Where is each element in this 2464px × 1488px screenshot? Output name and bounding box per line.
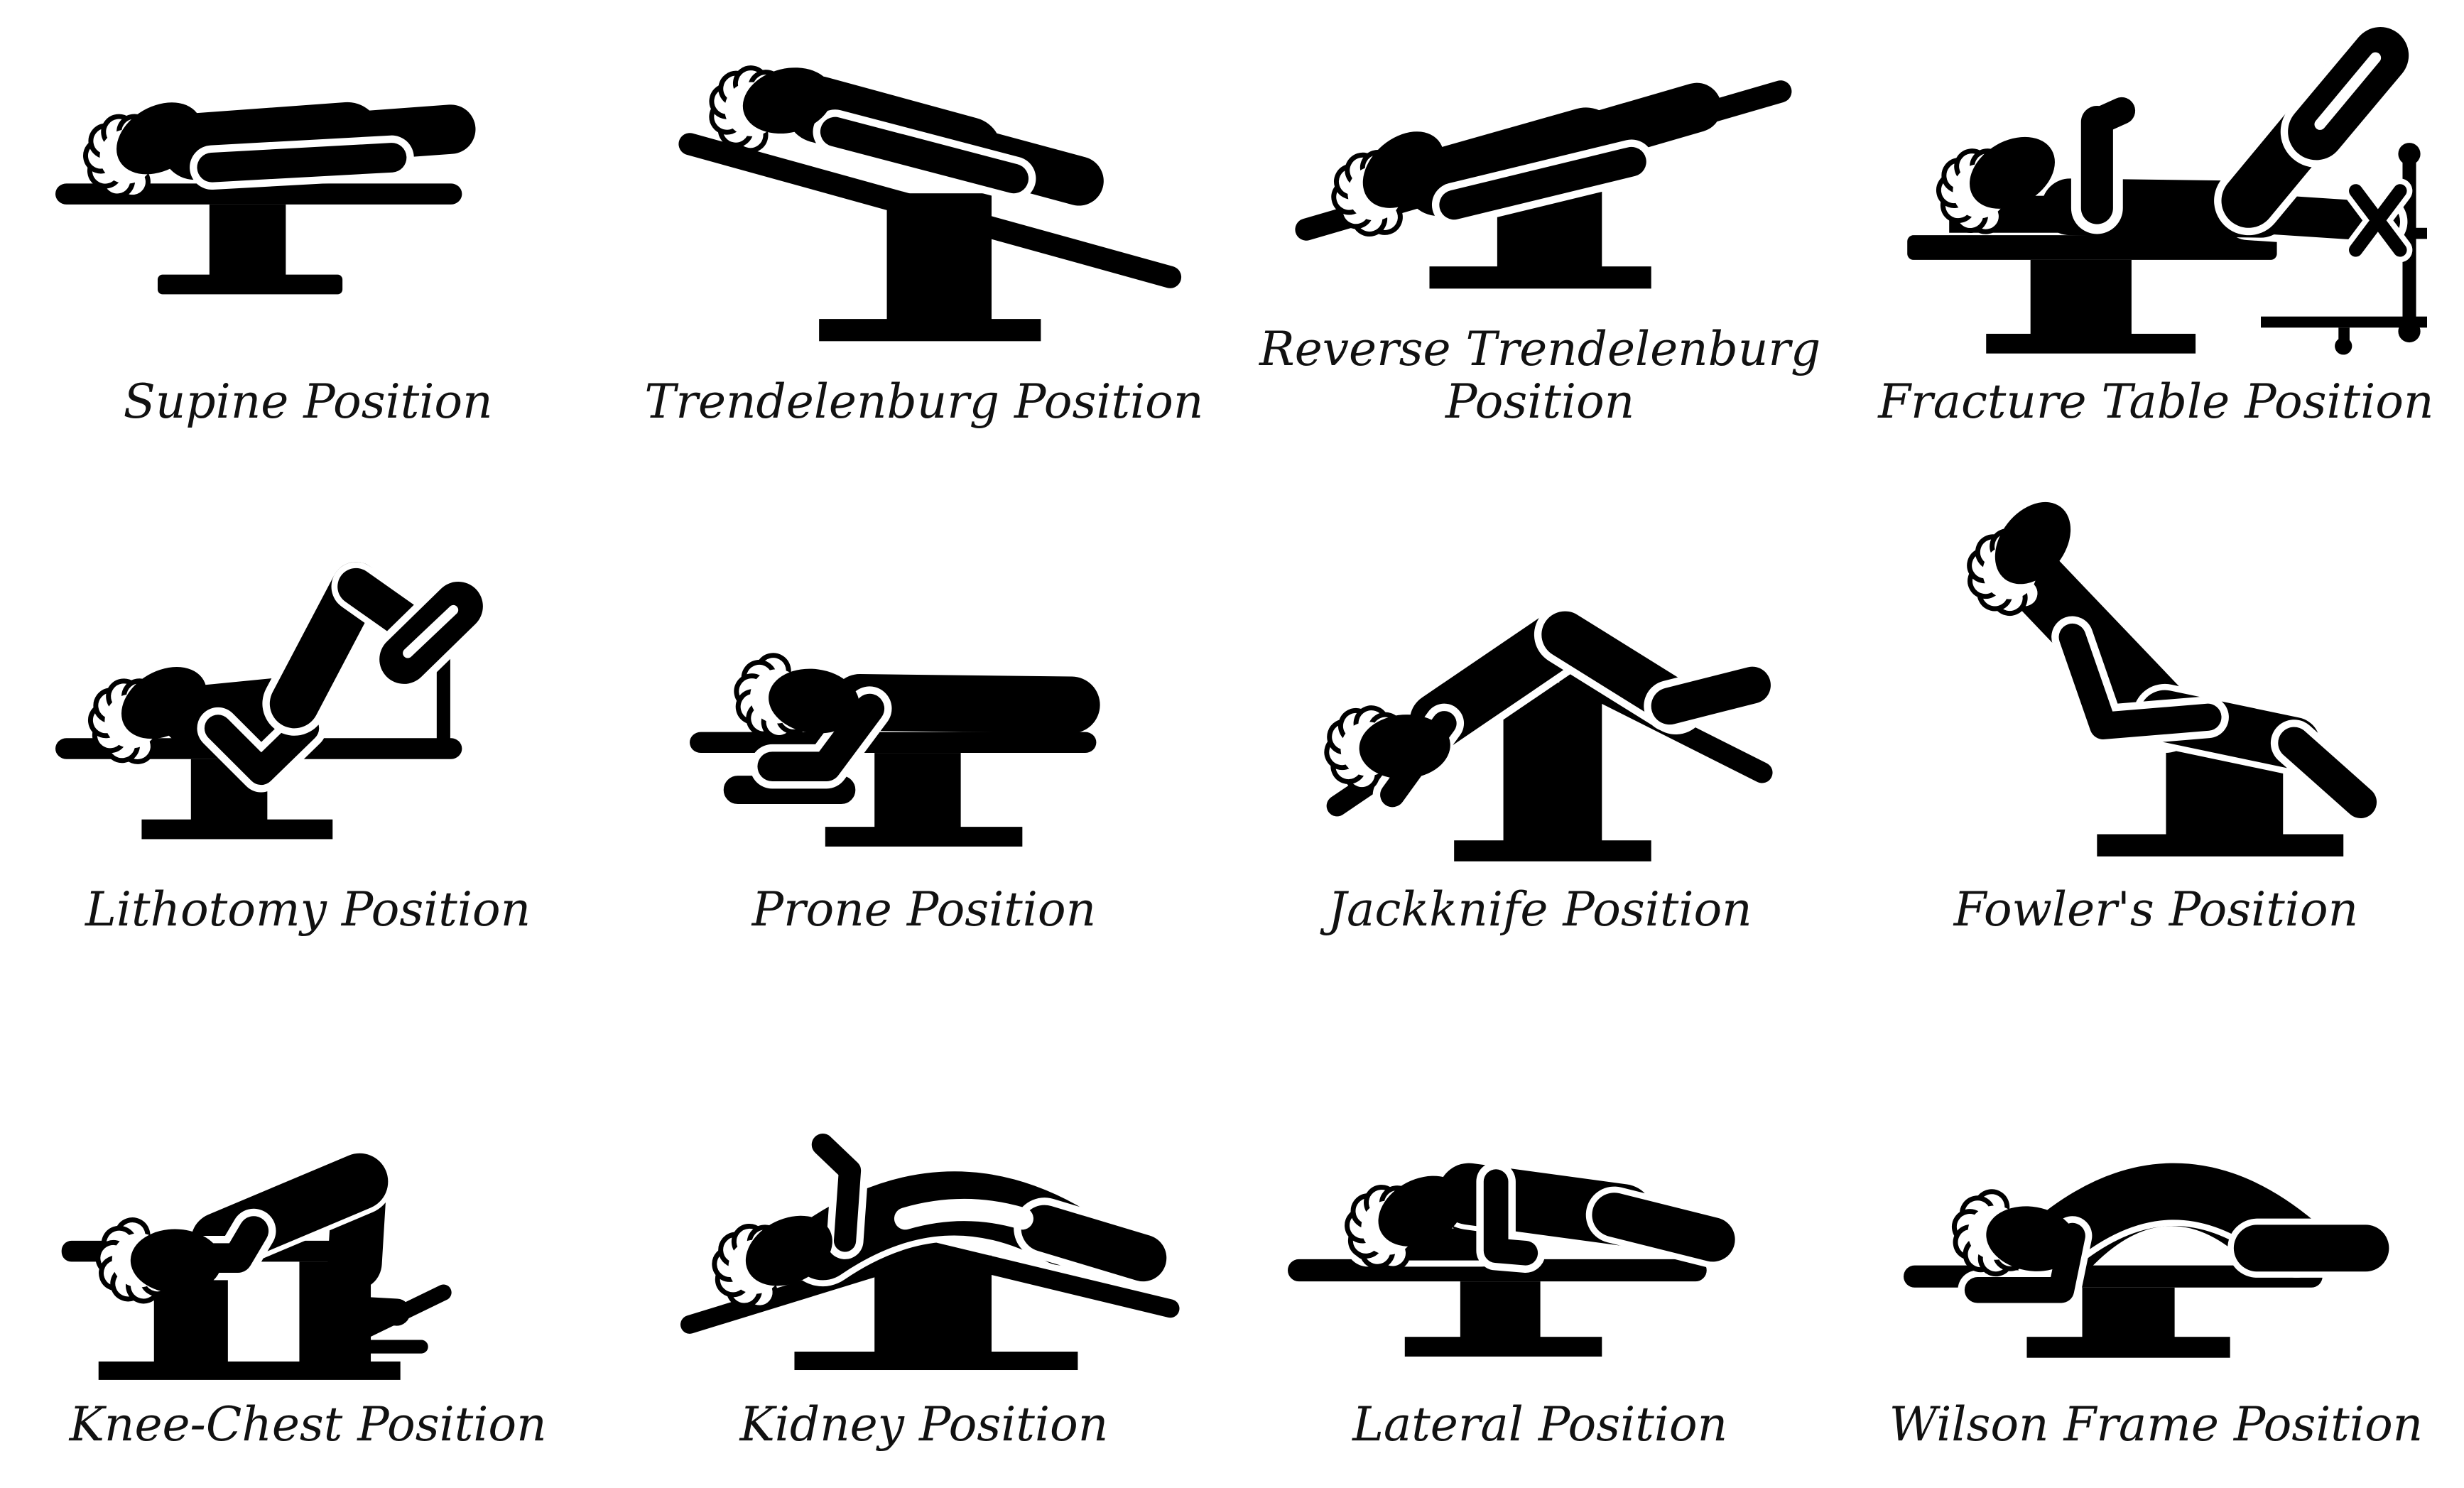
position-label: Reverse Trendelenburg Position	[1259, 322, 1821, 430]
cell-supine: Supine Position	[0, 0, 616, 465]
position-label: Jackknife Position	[1328, 882, 1752, 938]
cell-reverse-trendelenburg: Reverse Trendelenburg Position	[1232, 0, 1848, 465]
cell-knee-chest: Knee-Chest Position	[0, 973, 616, 1488]
cell-lateral: Lateral Position	[1232, 973, 1848, 1488]
fracture-table-icon	[1885, 0, 2427, 366]
position-label: Wilson Frame Position	[1889, 1397, 2424, 1452]
position-label: Knee-Chest Position	[69, 1397, 547, 1452]
cell-kidney: Kidney Position	[616, 973, 1232, 1488]
position-label: Trendelenburg Position	[644, 374, 1204, 430]
kidney-icon	[653, 994, 1195, 1389]
position-label: Lateral Position	[1352, 1397, 1728, 1452]
reverse-trendelenburg-icon	[1269, 0, 1811, 313]
position-label: Kidney Position	[739, 1397, 1109, 1452]
fowlers-icon	[1885, 479, 2427, 874]
lithotomy-icon	[37, 479, 579, 874]
position-label: Lithotomy Position	[85, 882, 531, 938]
cell-lithotomy: Lithotomy Position	[0, 465, 616, 973]
knee-chest-icon	[37, 994, 579, 1389]
position-label: Fracture Table Position	[1878, 374, 2434, 430]
cell-trendelenburg: Trendelenburg Position	[616, 0, 1232, 465]
cell-fracture-table: Fracture Table Position	[1848, 0, 2464, 465]
cell-jackknife: Jackknife Position	[1232, 465, 1848, 973]
position-label: Prone Position	[751, 882, 1097, 938]
supine-icon	[37, 0, 579, 366]
wilson-frame-icon	[1885, 994, 2427, 1389]
position-label: Supine Position	[123, 374, 493, 430]
position-label: Fowler's Position	[1953, 882, 2359, 938]
cell-prone: Prone Position	[616, 465, 1232, 973]
prone-icon	[653, 479, 1195, 874]
cell-wilson-frame: Wilson Frame Position	[1848, 973, 2464, 1488]
jackknife-icon	[1269, 479, 1811, 874]
table-pedestal	[209, 204, 286, 276]
lateral-icon	[1269, 994, 1811, 1389]
trendelenburg-icon	[653, 0, 1195, 366]
cell-fowlers: Fowler's Position	[1848, 465, 2464, 973]
